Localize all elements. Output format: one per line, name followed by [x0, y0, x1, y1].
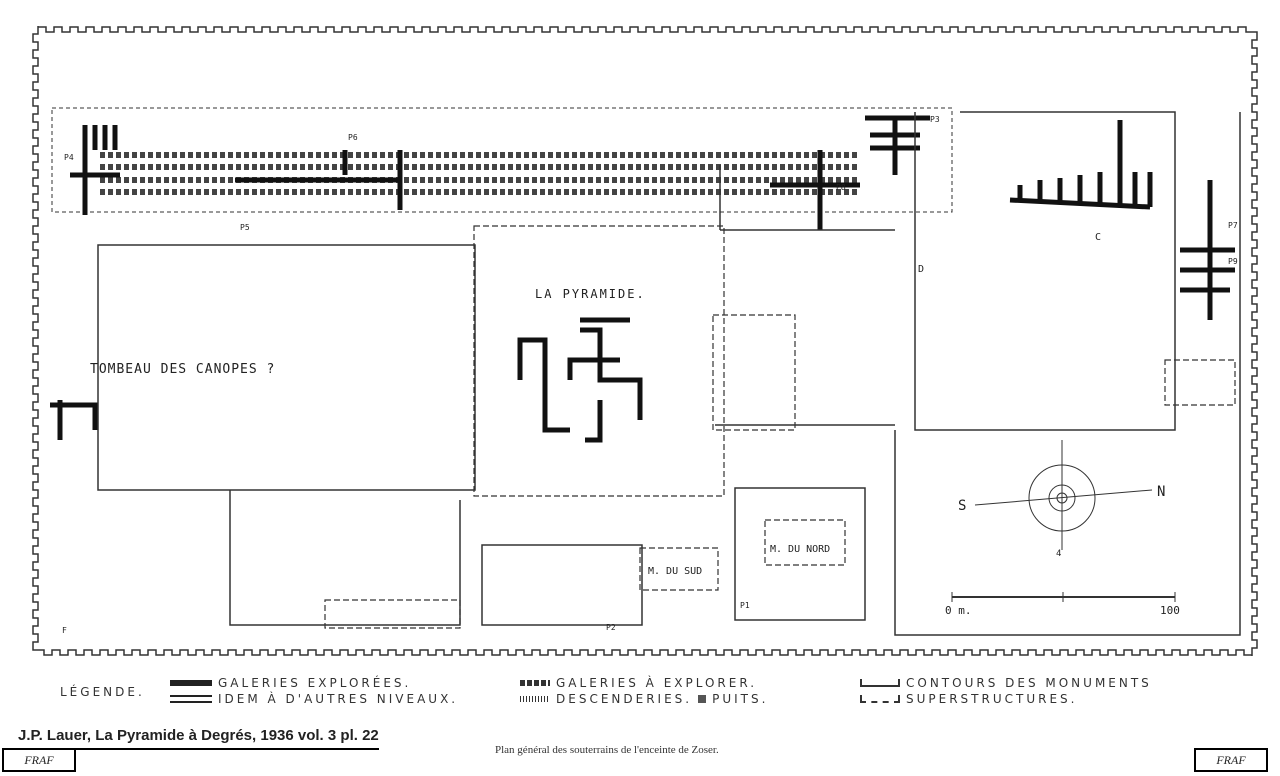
- label-d: D: [918, 264, 924, 275]
- legend-label: GALERIES À EXPLORER.: [556, 676, 758, 690]
- superstructures: [324, 225, 1236, 629]
- explored-galleries: [50, 115, 1235, 443]
- north-court-outline: [51, 107, 953, 213]
- citation-caption: J.P. Lauer, La Pyramide à Degrés, 1936 v…: [18, 727, 379, 750]
- superstructures-swatch-icon: [860, 695, 900, 703]
- label-c: C: [1095, 232, 1101, 243]
- legend-label: GALERIES EXPLORÉES.: [218, 676, 412, 690]
- scale-end: 100: [1160, 604, 1180, 617]
- legend-contours: CONTOURS DES MONUMENTS: [860, 676, 1152, 690]
- descenderies-swatch-icon: [520, 696, 550, 702]
- label-p4: P4: [64, 153, 74, 162]
- logo-left: FRAF: [2, 748, 76, 772]
- scale-bar: [951, 592, 1176, 602]
- contours-swatch-icon: [860, 679, 900, 687]
- legend-explored: GALERIES EXPLORÉES.: [170, 676, 411, 690]
- label-south-tomb: M. DU SUD: [648, 566, 702, 577]
- label-p8: P8: [836, 183, 846, 192]
- legend-title: LÉGENDE.: [60, 685, 145, 699]
- legend-label: CONTOURS DES MONUMENTS: [906, 676, 1152, 690]
- label-p1: P1: [740, 601, 750, 610]
- compass-north: N: [1157, 484, 1165, 500]
- well-labels: P4 P6 P5 P3 P8 P7 P9 P2 P1 F: [62, 115, 1238, 635]
- label-p9: P9: [1228, 257, 1238, 266]
- label-p7: P7: [1228, 221, 1238, 230]
- legend-label: PUITS.: [712, 692, 769, 706]
- compass-angle: 4: [1056, 549, 1061, 559]
- label-p6: P6: [348, 133, 358, 142]
- legend-to-explore: GALERIES À EXPLORER.: [520, 676, 757, 690]
- legend-descenderies: DESCENDERIES. PUITS.: [520, 692, 768, 706]
- label-p3: P3: [930, 115, 940, 124]
- label-p5: P5: [240, 223, 250, 232]
- to-explore-swatch-icon: [520, 680, 550, 686]
- label-p2: P2: [606, 623, 616, 632]
- legend-label: DESCENDERIES.: [556, 692, 693, 706]
- other-levels-swatch-icon: [170, 695, 212, 703]
- compass-south: S: [958, 498, 966, 514]
- legend-other-levels: IDEM À D'AUTRES NIVEAUX.: [170, 692, 458, 706]
- legend-superstructures: SUPERSTRUCTURES.: [860, 692, 1077, 706]
- label-pyramid: LA PYRAMIDE.: [535, 287, 646, 301]
- legend-label: SUPERSTRUCTURES.: [906, 692, 1078, 706]
- monument-contours: [97, 111, 1241, 636]
- logo-right: FRAF: [1194, 748, 1268, 772]
- site-plan: LA PYRAMIDE. TOMBEAU DES CANOPES ? M. DU…: [32, 26, 1258, 656]
- plan-subtitle: Plan général des souterrains de l'encein…: [495, 744, 719, 756]
- unexplored-galleries: [100, 152, 860, 195]
- crenellated-wall: [32, 26, 1258, 656]
- explored-swatch-icon: [170, 680, 212, 686]
- scale-start: 0 m.: [945, 604, 972, 617]
- compass-rose: [974, 440, 1153, 550]
- label-canopic-tomb: TOMBEAU DES CANOPES ?: [90, 362, 275, 377]
- legend-label: IDEM À D'AUTRES NIVEAUX.: [218, 692, 459, 706]
- label-f: F: [62, 626, 67, 635]
- well-swatch-icon: [698, 695, 707, 703]
- enclosure-wall: [32, 26, 1258, 656]
- label-north-tomb: M. DU NORD: [770, 544, 830, 555]
